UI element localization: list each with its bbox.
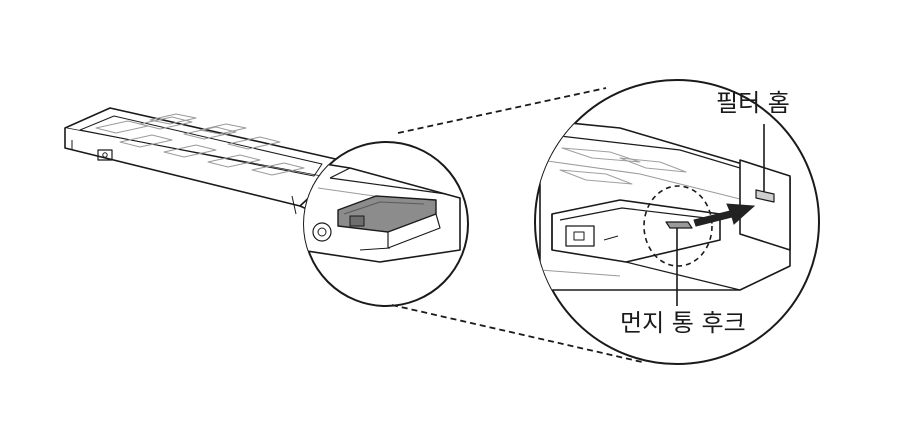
insertion-arrow xyxy=(693,203,756,227)
filter-tray xyxy=(64,107,341,215)
dust-bin-hook-label: 먼지 통 후크 xyxy=(620,309,746,337)
hook-highlight-circle xyxy=(643,185,713,267)
small-magnifier xyxy=(303,141,469,307)
filter-groove-label: 필터 홈 xyxy=(716,89,790,117)
leader-lines xyxy=(676,124,765,306)
large-magnifier xyxy=(534,79,820,365)
magnifier-connector-lines xyxy=(391,87,643,363)
